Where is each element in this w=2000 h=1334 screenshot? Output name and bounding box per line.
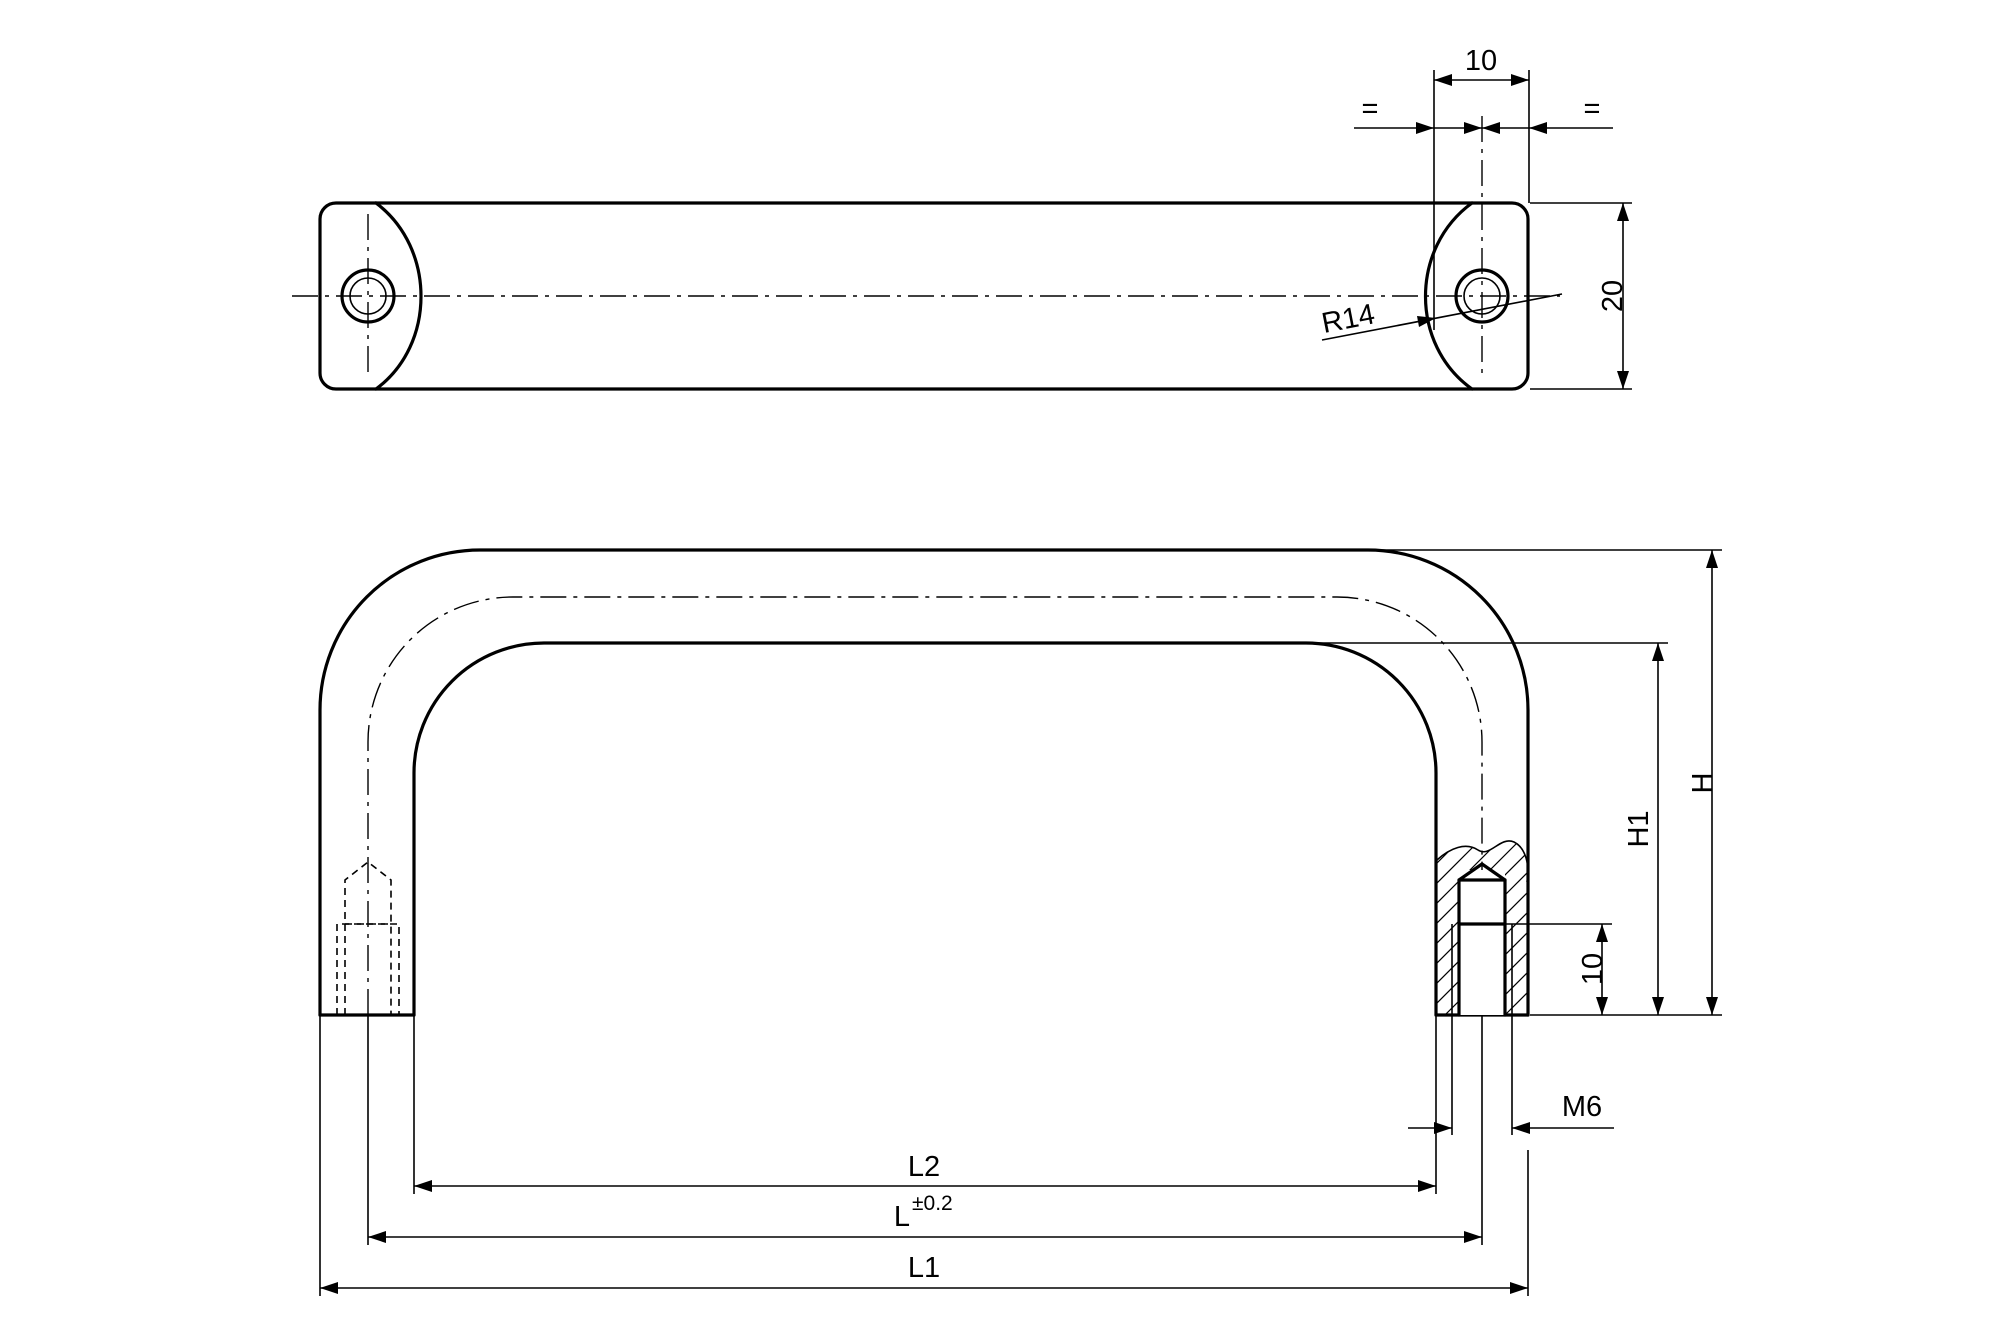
height-h-label: H	[1687, 773, 1719, 794]
dimension-thread-depth: 10	[1505, 923, 1612, 1015]
length-l-tolerance: ±0.2	[912, 1192, 953, 1215]
dimension-thread-size: M6	[1408, 1015, 1614, 1135]
handle-outer-outline	[318, 548, 1530, 1017]
length-l1-label: L1	[908, 1252, 940, 1284]
dimension-length-l1: L1	[320, 1252, 1528, 1294]
left-end-arc	[374, 201, 423, 391]
top-height-label: 20	[1597, 280, 1629, 312]
equal-left-label: =	[1362, 93, 1379, 125]
left-thread-hidden	[336, 860, 400, 1015]
handle-inner-outline	[412, 641, 1438, 1017]
dimension-slot-width: 10	[1433, 45, 1530, 330]
dimension-height-h: H	[1360, 549, 1722, 1016]
equal-right-label: =	[1584, 93, 1601, 125]
right-section-view	[1436, 840, 1529, 1017]
handle-centerline	[367, 596, 1483, 1015]
length-extension-lines	[319, 1015, 1529, 1296]
front-view	[318, 548, 1530, 1017]
height-h1-label: H1	[1623, 810, 1655, 847]
dimension-length-l: L ±0.2	[368, 1192, 1482, 1243]
top-view	[292, 116, 1560, 391]
thread-depth-label: 10	[1577, 953, 1609, 985]
length-l2-label: L2	[908, 1151, 940, 1183]
slot-width-label: 10	[1465, 45, 1497, 77]
dimension-length-l2: L2	[414, 1151, 1436, 1192]
length-l-label: L	[894, 1201, 910, 1233]
dimension-radius: R14	[1319, 293, 1563, 341]
dimension-equal-spacing: = =	[1354, 93, 1613, 134]
dimension-top-height: 20	[1530, 202, 1632, 390]
dimension-height-h1: H1	[1300, 642, 1668, 1015]
thread-size-label: M6	[1562, 1091, 1602, 1123]
radius-label: R14	[1319, 298, 1377, 340]
